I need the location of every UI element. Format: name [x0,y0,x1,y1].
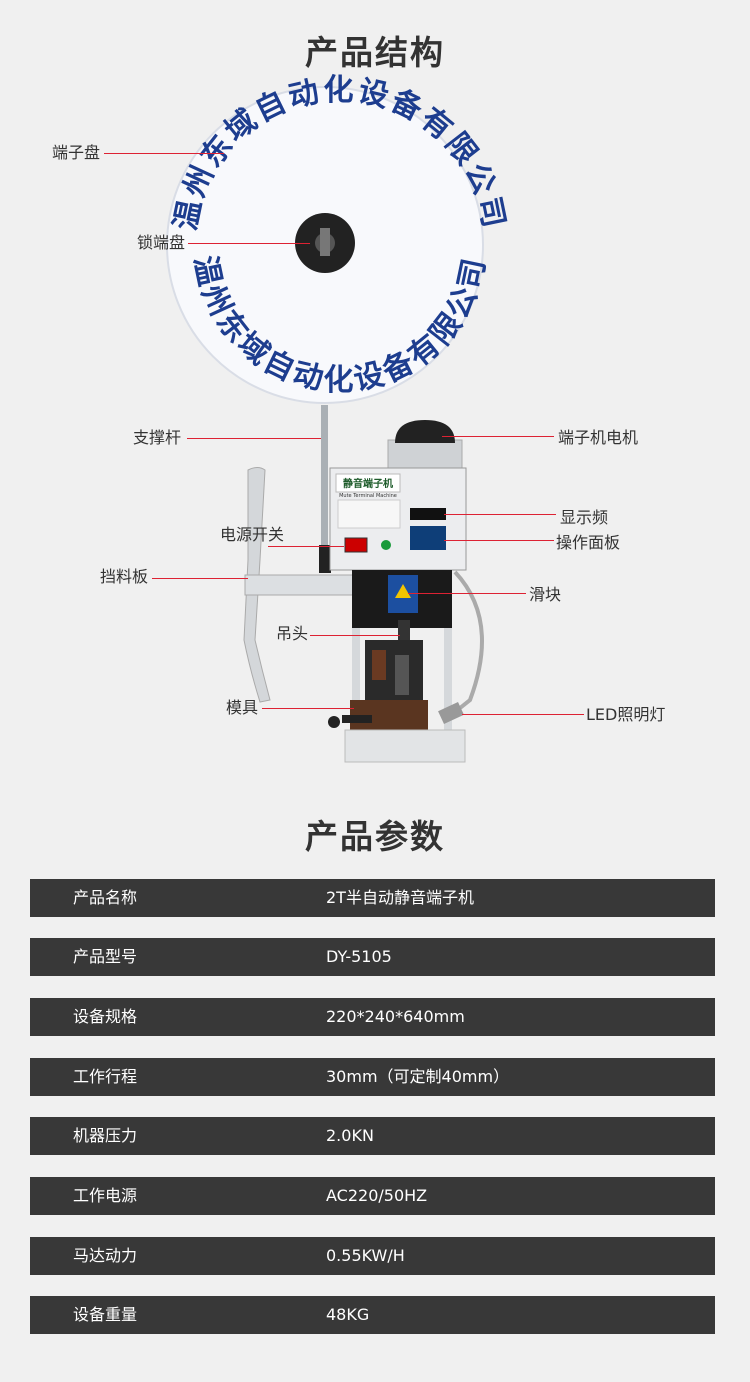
param-value: 2T半自动静音端子机 [326,888,474,907]
label-led-light: LED照明灯 [586,705,666,724]
param-key: 马达动力 [72,1246,137,1265]
motor [387,420,463,471]
mold [328,640,428,730]
line-display [444,514,556,515]
param-row: 机器压力 2.0KN [30,1117,715,1155]
param-row: 工作电源 AC220/50HZ [30,1177,715,1215]
control-box: 静音端子机 Mute Terminal Machine [329,467,467,571]
line-terminal-disc [104,153,224,154]
section-title-params: 产品参数 [305,817,445,856]
line-support-rod [187,438,321,439]
label-lock-disc: 锁端盘 [137,233,186,252]
param-key: 产品型号 [72,947,137,966]
label-power-switch: 电源开关 [220,525,285,544]
param-value: 220*240*640mm [326,1007,465,1026]
param-value: 30mm（可定制40mm） [326,1067,510,1086]
machine-label: 静音端子机 [343,477,393,490]
label-mold: 模具 [226,698,259,717]
line-hanging-head [310,635,400,636]
param-row: 设备规格 220*240*640mm [30,998,715,1036]
param-value: 2.0KN [326,1126,374,1145]
frame [352,570,452,748]
label-terminal-disc: 端子盘 [52,143,101,162]
lock-disc-hub [295,213,355,273]
line-mold [262,708,354,709]
line-lock-disc [188,243,310,244]
label-support-rod: 支撑杆 [133,428,182,447]
param-key: 机器压力 [72,1126,137,1145]
param-row: 工作行程 30mm（可定制40mm） [30,1058,715,1096]
label-display: 显示频 [560,508,609,527]
param-value: AC220/50HZ [326,1186,428,1205]
line-slider [408,593,526,594]
param-row: 马达动力 0.55KW/H [30,1237,715,1275]
label-panel: 操作面板 [556,533,621,552]
param-row: 设备重量 48KG [30,1296,715,1334]
param-key: 设备规格 [72,1007,137,1026]
line-power-switch [268,546,344,547]
line-baffle [152,578,248,579]
machine-base [344,729,466,763]
support-rod [321,405,328,570]
label-motor: 端子机电机 [558,428,639,447]
section-title-structure: 产品结构 [305,33,445,72]
param-key: 设备重量 [72,1305,137,1324]
machine-illustration: 温州东域自动化设备有限公司 温州东域自动化设备有限公司 静音端子机 Mute T… [166,73,509,763]
line-led-light [462,714,584,715]
label-baffle: 挡料板 [100,567,149,586]
label-hanging-head: 吊头 [276,624,309,643]
param-key: 工作电源 [72,1186,137,1205]
machine-label-en: Mute Terminal Machine [339,493,397,499]
line-motor [442,436,554,437]
param-value: 48KG [326,1305,370,1324]
line-panel [444,540,554,541]
param-row: 产品型号 DY-5105 [30,938,715,976]
led-lamp [438,570,484,724]
label-slider: 滑块 [529,585,562,604]
param-key: 产品名称 [72,888,137,907]
param-value: DY-5105 [326,947,392,966]
param-row: 产品名称 2T半自动静音端子机 [30,879,715,917]
param-value: 0.55KW/H [326,1246,405,1265]
param-key: 工作行程 [72,1067,137,1086]
